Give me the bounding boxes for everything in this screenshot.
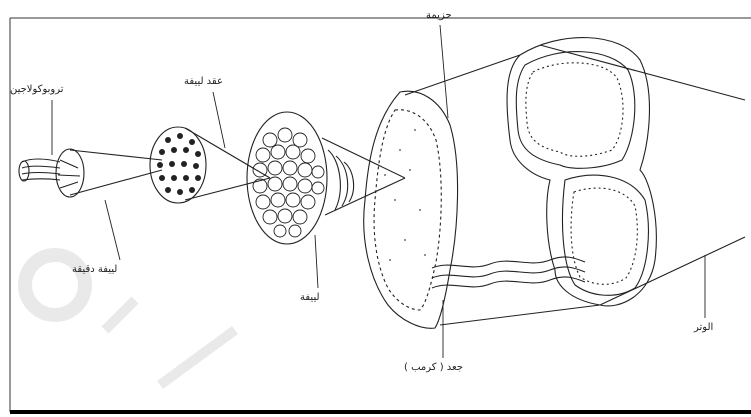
label-fibril: لييفة [300,292,320,303]
fibril-shape [247,112,405,244]
label-tendon: الوتر [694,322,713,333]
fascicle-shape [364,55,600,328]
tendon-shape [507,38,745,306]
fascicle-stipple [384,129,426,261]
microfibril-shape [19,149,162,197]
subfibril-dots [157,133,201,195]
label-subfibril: عقد لييفة [184,76,223,87]
leader-lines [52,25,705,358]
label-microfibril: لييفة دقيقة [72,264,117,275]
watermark [25,255,235,385]
label-crimp: جعد ( كرمب ) [404,362,463,373]
label-fascicle: حزيمة [426,10,452,21]
label-tropocollagen: تروبوكولاجين [10,84,64,95]
